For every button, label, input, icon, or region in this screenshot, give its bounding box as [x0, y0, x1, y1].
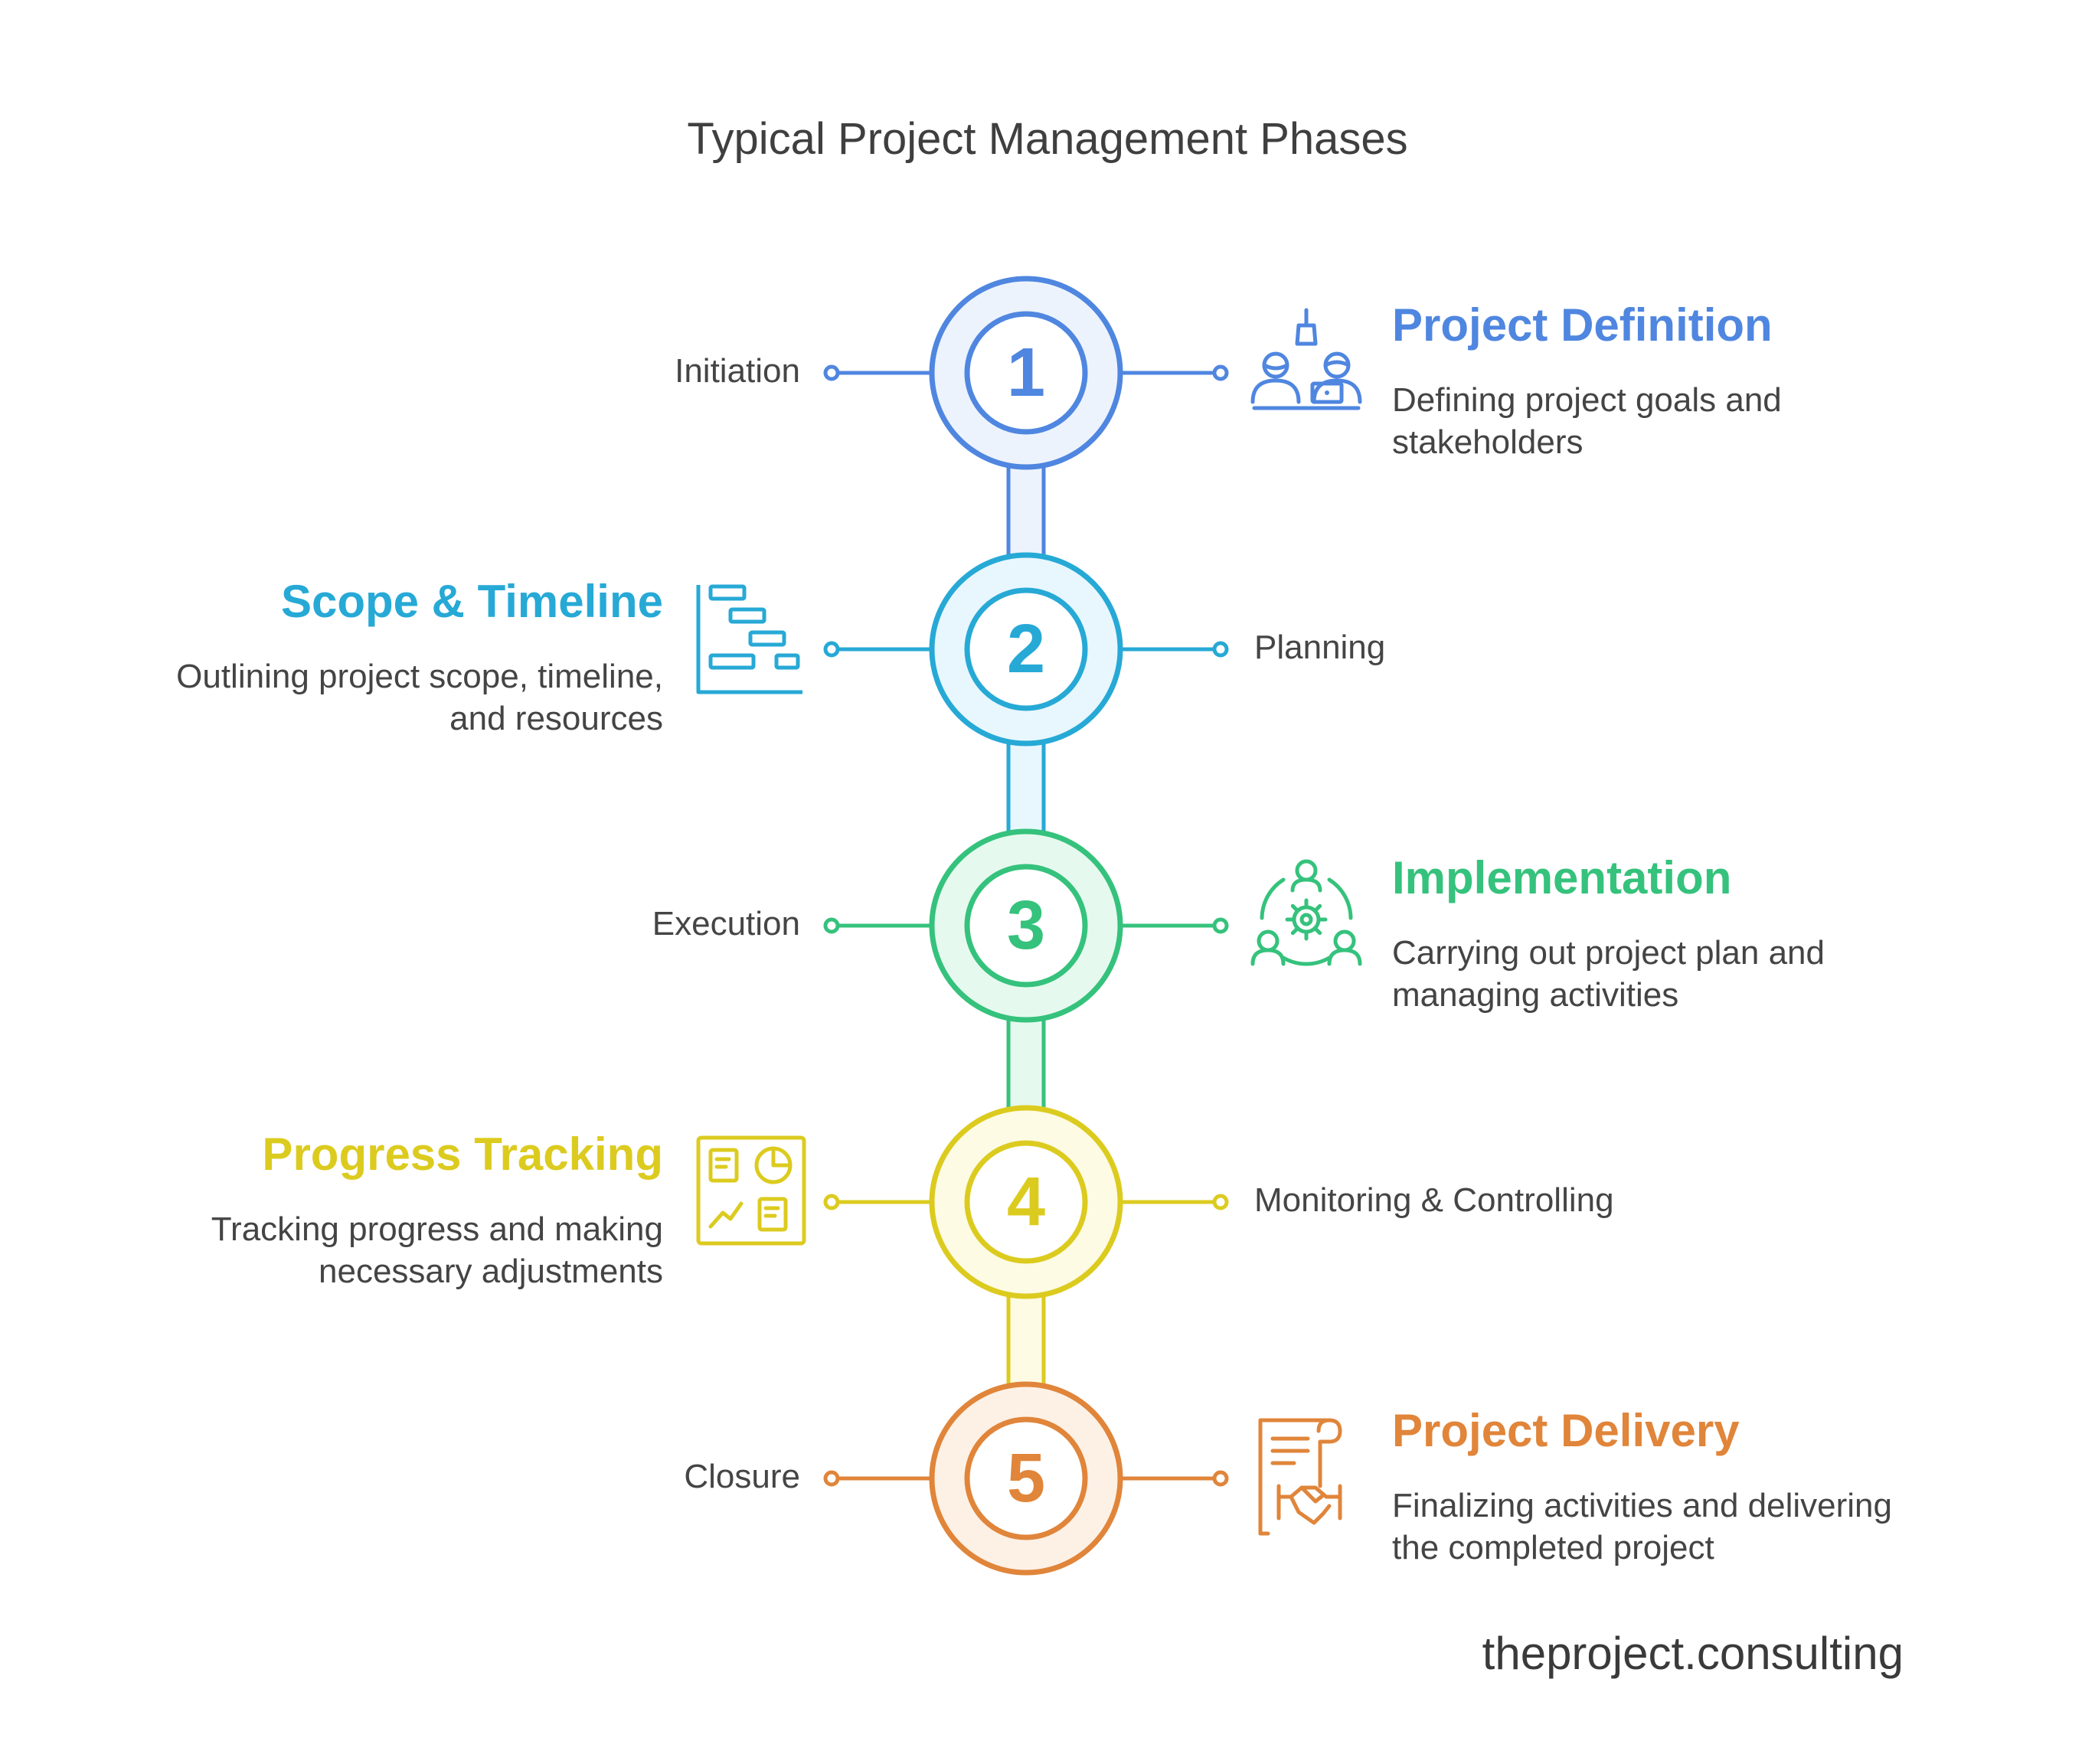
phase-2-left-dot	[823, 641, 840, 658]
brand-footer: theproject.consulting	[1482, 1628, 1904, 1679]
phase-4-description: Tracking progress and making necessary a…	[211, 1210, 663, 1290]
stakeholders-meeting-icon	[1250, 308, 1362, 410]
phase-5-right-dot	[1212, 1470, 1229, 1487]
phase-1-number: 1	[1007, 335, 1045, 411]
phase-1-description: Defining project goals and stakeholders	[1392, 381, 1782, 461]
phase-3-number: 3	[1007, 887, 1045, 964]
page-title: Typical Project Management Phases	[687, 114, 1408, 164]
phase-2-label: Planning	[1254, 629, 1386, 666]
connector-2-3	[1006, 737, 1046, 838]
phase-3-description: Carrying out project plan and managing a…	[1392, 934, 1825, 1014]
phase-2-right-dot	[1212, 641, 1229, 658]
dashboard-icon	[696, 1135, 806, 1246]
phase-2-inner-ring	[964, 587, 1088, 711]
phase-5-left-dot	[823, 1470, 840, 1487]
connector-4-5	[1006, 1289, 1046, 1391]
phase-3-label: Execution	[652, 905, 800, 942]
phase-1-heading: Project Definition	[1392, 299, 1773, 351]
phase-2-heading: Scope & Timeline	[280, 576, 663, 627]
phase-4-inner-ring	[964, 1140, 1088, 1264]
phase-2-description: Outlining project scope, timeline, and r…	[176, 658, 663, 737]
connector-1-2	[1006, 460, 1046, 562]
contract-handshake-icon	[1258, 1418, 1342, 1536]
team-gear-icon	[1250, 859, 1362, 966]
phase-5-heading: Project Delivery	[1392, 1405, 1740, 1456]
phase-3-left-dot	[823, 917, 840, 934]
phase-3-heading: Implementation	[1392, 852, 1732, 903]
gantt-chart-icon	[696, 584, 802, 694]
phase-3-right-dot	[1212, 917, 1229, 934]
phase-4-heading: Progress Tracking	[262, 1129, 663, 1180]
phase-5-number: 5	[1007, 1440, 1045, 1517]
phase-4-left-dot	[823, 1194, 840, 1210]
phase-5-description: Finalizing activities and delivering the…	[1392, 1487, 1892, 1566]
connector-3-4	[1006, 1013, 1046, 1115]
phase-4-right-dot	[1212, 1194, 1229, 1210]
phase-1-right-dot	[1212, 364, 1229, 381]
phase-1-left-dot	[823, 364, 840, 381]
phase-3-inner-ring	[964, 864, 1088, 988]
phase-4-number: 4	[1007, 1164, 1045, 1240]
phase-5-label: Closure	[684, 1458, 800, 1495]
phase-1-label: Initiation	[675, 352, 800, 390]
phase-2-number: 2	[1007, 611, 1045, 688]
phase-4-label: Monitoring & Controlling	[1254, 1181, 1614, 1219]
phase-1-inner-ring	[964, 311, 1088, 435]
phase-5-inner-ring	[964, 1416, 1088, 1540]
